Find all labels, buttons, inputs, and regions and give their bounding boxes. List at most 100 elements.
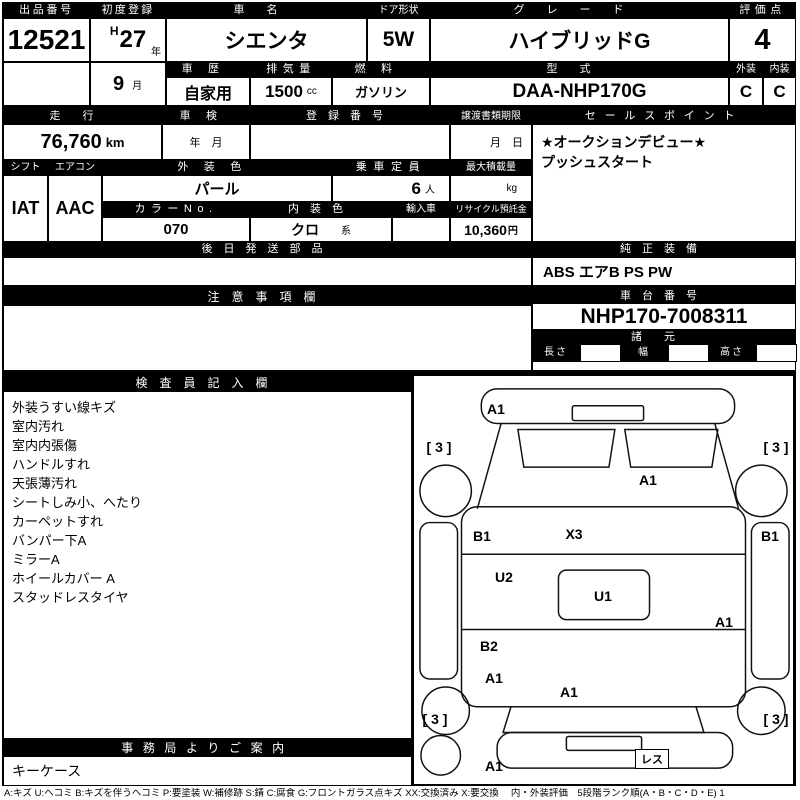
sales-point-header: セールスポイント xyxy=(532,109,796,124)
damage-mark: B1 xyxy=(761,528,779,544)
mileage-number: 76,760 xyxy=(40,130,102,153)
height-label: 高さ xyxy=(708,344,756,362)
displacement-number: 1500 xyxy=(265,81,303,101)
score-value: 4 xyxy=(729,18,796,62)
car-outline xyxy=(419,388,790,776)
color-no-value: 070 xyxy=(102,217,250,242)
equipment-header: 純正装備 xyxy=(532,242,796,257)
exterior-score-header: 外装 xyxy=(729,62,763,77)
reg-number-value xyxy=(250,124,450,160)
defect-item: ホイールカバー A xyxy=(12,571,115,586)
damage-mark: [ 3 ] xyxy=(422,711,448,727)
color-no-header: カラーNo. xyxy=(102,202,250,217)
sales-point-line-2: プッシュスタート xyxy=(541,154,653,170)
width-label: 幅 xyxy=(620,344,668,362)
first-reg-month: 9 xyxy=(113,72,125,95)
mileage-header: 走行 xyxy=(3,109,162,124)
damage-mark: A1 xyxy=(485,758,503,774)
door-shape-header: ドア形状 xyxy=(367,3,430,18)
chassis-header: 車台番号 xyxy=(532,289,796,303)
recycle-deposit-unit: 円 xyxy=(507,226,518,237)
first-registration-value: H 27 年 xyxy=(90,18,166,62)
divider xyxy=(3,106,796,109)
door-shape-value: 5W xyxy=(367,18,430,62)
dimensions-header: 諸元 xyxy=(532,330,796,344)
damage-mark: A1 xyxy=(560,684,578,700)
inspector-notes: 外装うすい線キズ 室内汚れ 室内内張傷 ハンドルすれ 天張薄汚れ シートしみ小、… xyxy=(3,391,412,739)
defect-item: 天張薄汚れ xyxy=(12,476,78,491)
first-reg-year: 27 xyxy=(119,26,147,53)
interior-color-value: クロ 系 xyxy=(250,217,392,242)
office-value: キーケース xyxy=(3,756,412,786)
car-name-header: 車名 xyxy=(166,3,367,18)
height-value xyxy=(756,344,797,362)
empty-cell-under-exhibit-no xyxy=(3,62,90,106)
interior-color-suffix: 系 xyxy=(341,226,351,237)
notes-value xyxy=(3,305,532,371)
capacity-header: 乗車定員 xyxy=(332,160,450,175)
damage-mark: A1 xyxy=(715,614,733,630)
shift-value: IAT xyxy=(3,175,48,242)
interior-score-header: 内装 xyxy=(763,62,796,77)
length-value xyxy=(580,344,621,362)
first-reg-month-unit: 月 xyxy=(132,80,143,92)
interior-color-name: クロ xyxy=(291,221,319,238)
equipment-value: ABS エアB PS PW xyxy=(532,257,796,286)
later-parts-header: 後日発送部品 xyxy=(3,242,532,257)
mileage-value: 76,760 km xyxy=(3,124,162,160)
interior-color-header: 内装色 xyxy=(250,202,392,217)
damage-mark: [ 3 ] xyxy=(426,439,452,455)
grade-value: ハイブリッドG xyxy=(430,18,729,62)
inspection-header: 車検 xyxy=(162,109,250,124)
divider xyxy=(3,286,796,289)
recycle-deposit-value: 10,360 円 xyxy=(450,217,532,242)
displacement-unit: cc xyxy=(306,86,317,97)
displacement-header: 排気量 xyxy=(250,62,332,77)
defect-item: ミラーA xyxy=(12,552,60,567)
max-load-header: 最大積載量 xyxy=(450,160,532,175)
score-header: 評価点 xyxy=(729,3,796,18)
aircon-header: エアコン xyxy=(48,160,102,175)
exterior-score-value: C xyxy=(729,77,763,106)
spare-tire-label: レス xyxy=(635,749,669,769)
reg-number-header: 登録番号 xyxy=(250,109,450,124)
damage-mark: A1 xyxy=(487,401,505,417)
damage-mark: B2 xyxy=(480,638,498,654)
divider xyxy=(3,371,796,374)
history-value: 自家用 xyxy=(166,77,250,106)
office-header: 事務局よりご案内 xyxy=(3,739,412,756)
length-label: 長さ xyxy=(532,344,580,362)
defect-item: 外装うすい線キズ xyxy=(12,400,117,415)
damage-mark: A1 xyxy=(639,472,657,488)
model-code-value: DAA-NHP170G xyxy=(430,77,729,106)
defect-item: スタッドレスタイヤ xyxy=(12,590,129,605)
dimensions-row: 長さ 幅 高さ xyxy=(532,344,797,371)
transfer-deadline-header: 譲渡書類期限 xyxy=(450,109,532,124)
defect-item: バンパー下A xyxy=(12,533,87,548)
exterior-color-value: パール xyxy=(102,175,332,202)
model-code-header: 型式 xyxy=(430,62,729,77)
defect-item: 室内内張傷 xyxy=(12,438,78,453)
max-load-unit: kg xyxy=(506,183,517,194)
first-registration-month-cell: 9 月 xyxy=(90,62,166,106)
defect-item: ハンドルすれ xyxy=(12,457,91,472)
history-header: 車歴 xyxy=(166,62,250,77)
sales-point-line-1: ★オークションデビュー★ xyxy=(541,134,707,150)
mileage-unit: km xyxy=(105,134,125,150)
grade-header: グレード xyxy=(430,3,729,18)
capacity-value: 6 人 xyxy=(332,175,450,202)
width-value xyxy=(668,344,709,362)
sales-point-body: ★オークションデビュー★ プッシュスタート xyxy=(532,124,796,242)
recycle-deposit-number: 10,360 xyxy=(464,221,507,238)
notes-header: 注意事項欄 xyxy=(3,289,532,305)
inspector-header: 検査員記入欄 xyxy=(3,374,412,391)
damage-mark: [ 3 ] xyxy=(763,439,789,455)
recycle-deposit-header: リサイクル預託金 xyxy=(450,202,532,217)
damage-mark: [ 3 ] xyxy=(763,711,789,727)
damage-marks-layer: A1 [ 3 ] [ 3 ] A1 B1 X3 B1 U2 U1 B2 A1 xyxy=(414,376,793,784)
defect-item: シートしみ小、へたり xyxy=(12,495,143,510)
fuel-value: ガソリン xyxy=(332,77,430,106)
chassis-value: NHP170-7008311 xyxy=(532,303,796,330)
import-car-value xyxy=(392,217,450,242)
